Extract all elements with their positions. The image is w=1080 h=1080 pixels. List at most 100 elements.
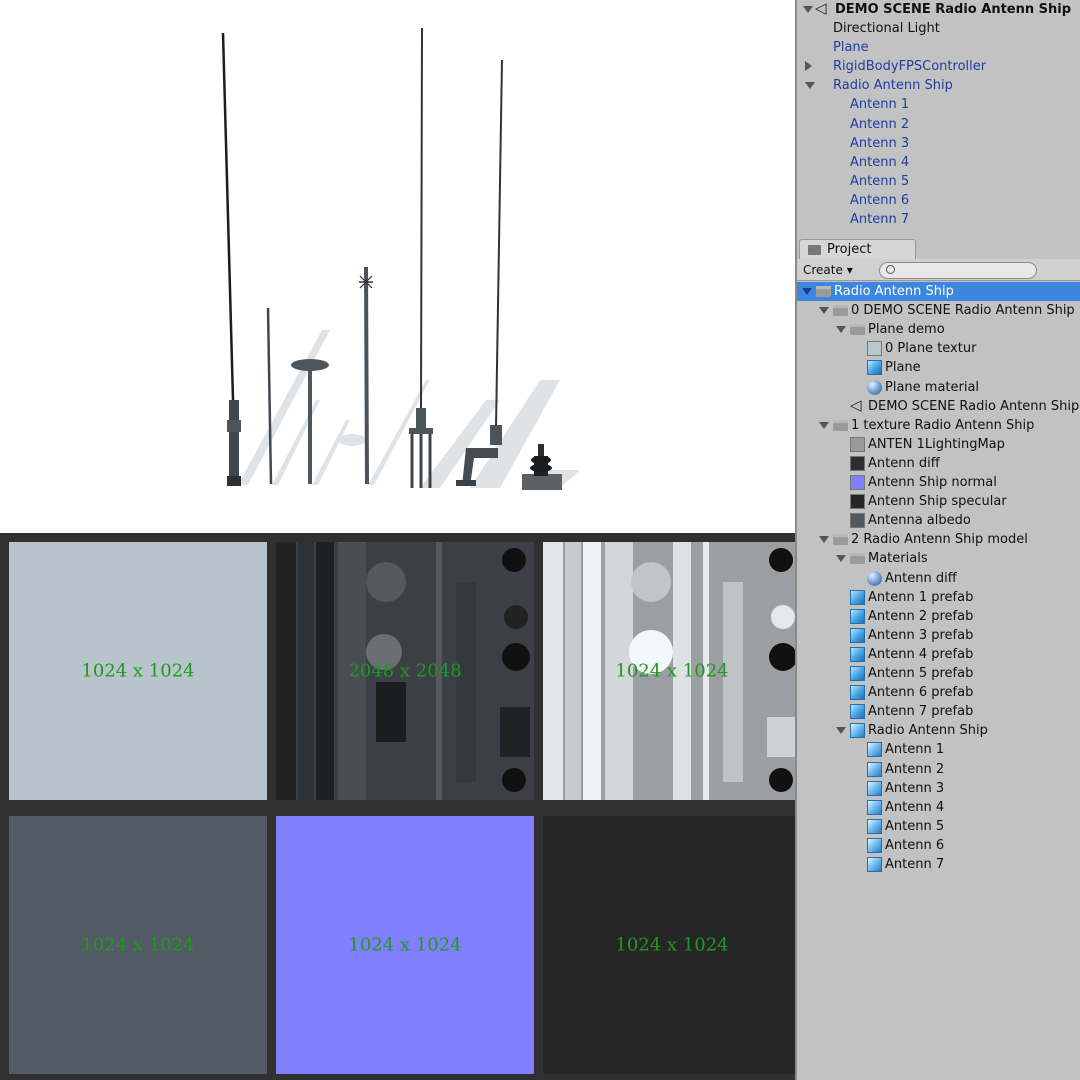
- antenna-preview-illustration: [221, 27, 580, 490]
- project-tree-item[interactable]: Antenn 3: [797, 779, 1080, 798]
- expand-arrow-icon[interactable]: [836, 727, 846, 735]
- hierarchy-item[interactable]: Antenn 1: [797, 95, 1080, 114]
- project-tree-item-label: Antenn diff: [885, 570, 957, 586]
- antenna-1-model: [221, 32, 241, 486]
- prefab-model-icon: [867, 818, 882, 834]
- project-tree-item[interactable]: ANTEN 1LightingMap: [797, 435, 1080, 454]
- antenna-2-model: [266, 307, 273, 485]
- project-tree-item[interactable]: Antenn 5: [797, 817, 1080, 836]
- prefab-model-icon: [867, 761, 882, 777]
- folder-icon: [808, 245, 821, 255]
- project-tree-item-label: Radio Antenn Ship: [868, 723, 988, 739]
- texture-size-label: 1024 x 1024: [348, 934, 462, 956]
- texture-atlas-pattern: [543, 542, 797, 800]
- antenna-5-model: [409, 27, 433, 488]
- project-tree-item-label: Antenn 1: [885, 742, 945, 758]
- project-tree-item[interactable]: Antenn diff: [797, 569, 1080, 588]
- expand-arrow-icon[interactable]: [803, 6, 813, 13]
- project-tree-item[interactable]: Antenn 6 prefab: [797, 683, 1080, 702]
- project-tree-item[interactable]: Antenn 1 prefab: [797, 588, 1080, 607]
- hierarchy-item[interactable]: Directional Light: [797, 19, 1080, 38]
- project-tree-item-label: 2 Radio Antenn Ship model: [851, 532, 1028, 548]
- expand-arrow-icon[interactable]: [836, 326, 846, 334]
- project-tree-item-label: 0 Plane textur: [885, 341, 977, 357]
- project-tree-item[interactable]: Antenn 5 prefab: [797, 664, 1080, 683]
- project-tree-item[interactable]: 2 Radio Antenn Ship model: [797, 530, 1080, 549]
- dropdown-arrow-icon: ▼: [846, 266, 853, 275]
- project-tree-item[interactable]: 0 DEMO SCENE Radio Antenn Ship: [797, 301, 1080, 320]
- project-tree-item[interactable]: Antenn 4: [797, 798, 1080, 817]
- expand-arrow-icon[interactable]: [819, 307, 829, 315]
- project-tree-item[interactable]: Materials: [797, 549, 1080, 568]
- expand-arrow-icon[interactable]: [836, 555, 846, 563]
- project-tree-item[interactable]: Radio Antenn Ship: [797, 721, 1080, 740]
- project-tree-item[interactable]: Radio Antenn Ship: [797, 282, 1080, 301]
- project-tree-item[interactable]: Antenn 4 prefab: [797, 645, 1080, 664]
- cube-icon: [850, 589, 865, 605]
- project-tree-item[interactable]: Antenn 6: [797, 836, 1080, 855]
- scene-title: DEMO SCENE Radio Antenn Ship: [835, 2, 1072, 17]
- tab-project-label: Project: [827, 242, 872, 257]
- scene-view[interactable]: [0, 0, 795, 533]
- project-tree-item[interactable]: Antenn 1: [797, 740, 1080, 759]
- project-tree-item[interactable]: 1 texture Radio Antenn Ship: [797, 416, 1080, 435]
- project-tree-item[interactable]: 0 Plane textur: [797, 339, 1080, 358]
- antenna-4-model: [359, 266, 373, 485]
- hierarchy-item[interactable]: Antenn 2: [797, 115, 1080, 134]
- project-tree-item[interactable]: Antenn Ship normal: [797, 473, 1080, 492]
- expand-arrow-icon[interactable]: [819, 536, 829, 544]
- expand-arrow-icon[interactable]: [819, 421, 829, 429]
- hierarchy-item-label: Antenn 3: [850, 135, 910, 151]
- folder-open-icon: [833, 419, 848, 431]
- cube-icon: [850, 608, 865, 624]
- hierarchy-item[interactable]: Antenn 3: [797, 134, 1080, 153]
- hierarchy-item[interactable]: Plane: [797, 38, 1080, 57]
- project-tree-item-label: DEMO SCENE Radio Antenn Ship: [868, 398, 1080, 414]
- search-input[interactable]: [879, 262, 1037, 279]
- project-tree-item-label: Antenn 3: [885, 780, 945, 796]
- folder-open-icon: [850, 324, 865, 336]
- hierarchy-item[interactable]: Antenn 7: [797, 210, 1080, 229]
- project-tree-item[interactable]: Antenn 2: [797, 760, 1080, 779]
- project-tree-item[interactable]: Antenn 2 prefab: [797, 607, 1080, 626]
- project-tree-item[interactable]: Antenn 3 prefab: [797, 626, 1080, 645]
- hierarchy-panel[interactable]: ◁ DEMO SCENE Radio Antenn Ship Direction…: [795, 0, 1080, 234]
- project-tree-item-label: Antenn diff: [868, 455, 940, 471]
- tab-project[interactable]: Project: [799, 239, 916, 260]
- project-tree-item-label: Antenn 6: [885, 837, 945, 853]
- project-tree-item[interactable]: Plane material: [797, 378, 1080, 397]
- project-tree-item[interactable]: Antenn 7 prefab: [797, 702, 1080, 721]
- hierarchy-item[interactable]: Antenn 5: [797, 172, 1080, 191]
- hierarchy-item[interactable]: Antenn 6: [797, 191, 1080, 210]
- project-tree-item-label: Antenn 5: [885, 818, 945, 834]
- project-tree-item[interactable]: Antenna albedo: [797, 511, 1080, 530]
- cube-icon: [850, 704, 865, 720]
- antenna-7-model: [522, 444, 562, 490]
- project-tree-item[interactable]: Plane: [797, 358, 1080, 377]
- expand-arrow-icon[interactable]: [805, 82, 815, 90]
- hierarchy-scene-root[interactable]: ◁ DEMO SCENE Radio Antenn Ship: [797, 0, 1080, 19]
- hierarchy-item-label: Antenn 2: [850, 116, 910, 132]
- prefab-model-icon: [867, 837, 882, 853]
- create-button[interactable]: Create ▼: [803, 262, 863, 278]
- project-tree-item-label: Plane: [885, 360, 921, 376]
- hierarchy-item[interactable]: Antenn 4: [797, 153, 1080, 172]
- project-tree-item[interactable]: ◁DEMO SCENE Radio Antenn Ship: [797, 397, 1080, 416]
- project-tree-item[interactable]: Antenn Ship specular: [797, 492, 1080, 511]
- texture-plane-albedo: 1024 x 1024: [9, 542, 267, 800]
- expand-arrow-icon[interactable]: [802, 288, 812, 295]
- project-tree-item[interactable]: Antenn diff: [797, 454, 1080, 473]
- project-tree-item-label: 1 texture Radio Antenn Ship: [851, 417, 1035, 433]
- project-tree-item[interactable]: Plane demo: [797, 320, 1080, 339]
- hierarchy-item[interactable]: Radio Antenn Ship: [797, 76, 1080, 95]
- project-tree-item-label: Antenn 2: [885, 761, 945, 777]
- texture-antenn-ship-specular: 1024 x 1024: [543, 816, 801, 1074]
- hierarchy-item-label: Antenn 5: [850, 173, 910, 189]
- collapse-arrow-icon[interactable]: [805, 61, 812, 72]
- search-icon: [886, 265, 895, 274]
- hierarchy-item-label: Plane: [833, 40, 869, 56]
- hierarchy-item[interactable]: RigidBodyFPSController: [797, 57, 1080, 76]
- project-tree-item-label: Antenn 3 prefab: [868, 627, 974, 643]
- project-tree-item[interactable]: Antenn 7: [797, 855, 1080, 874]
